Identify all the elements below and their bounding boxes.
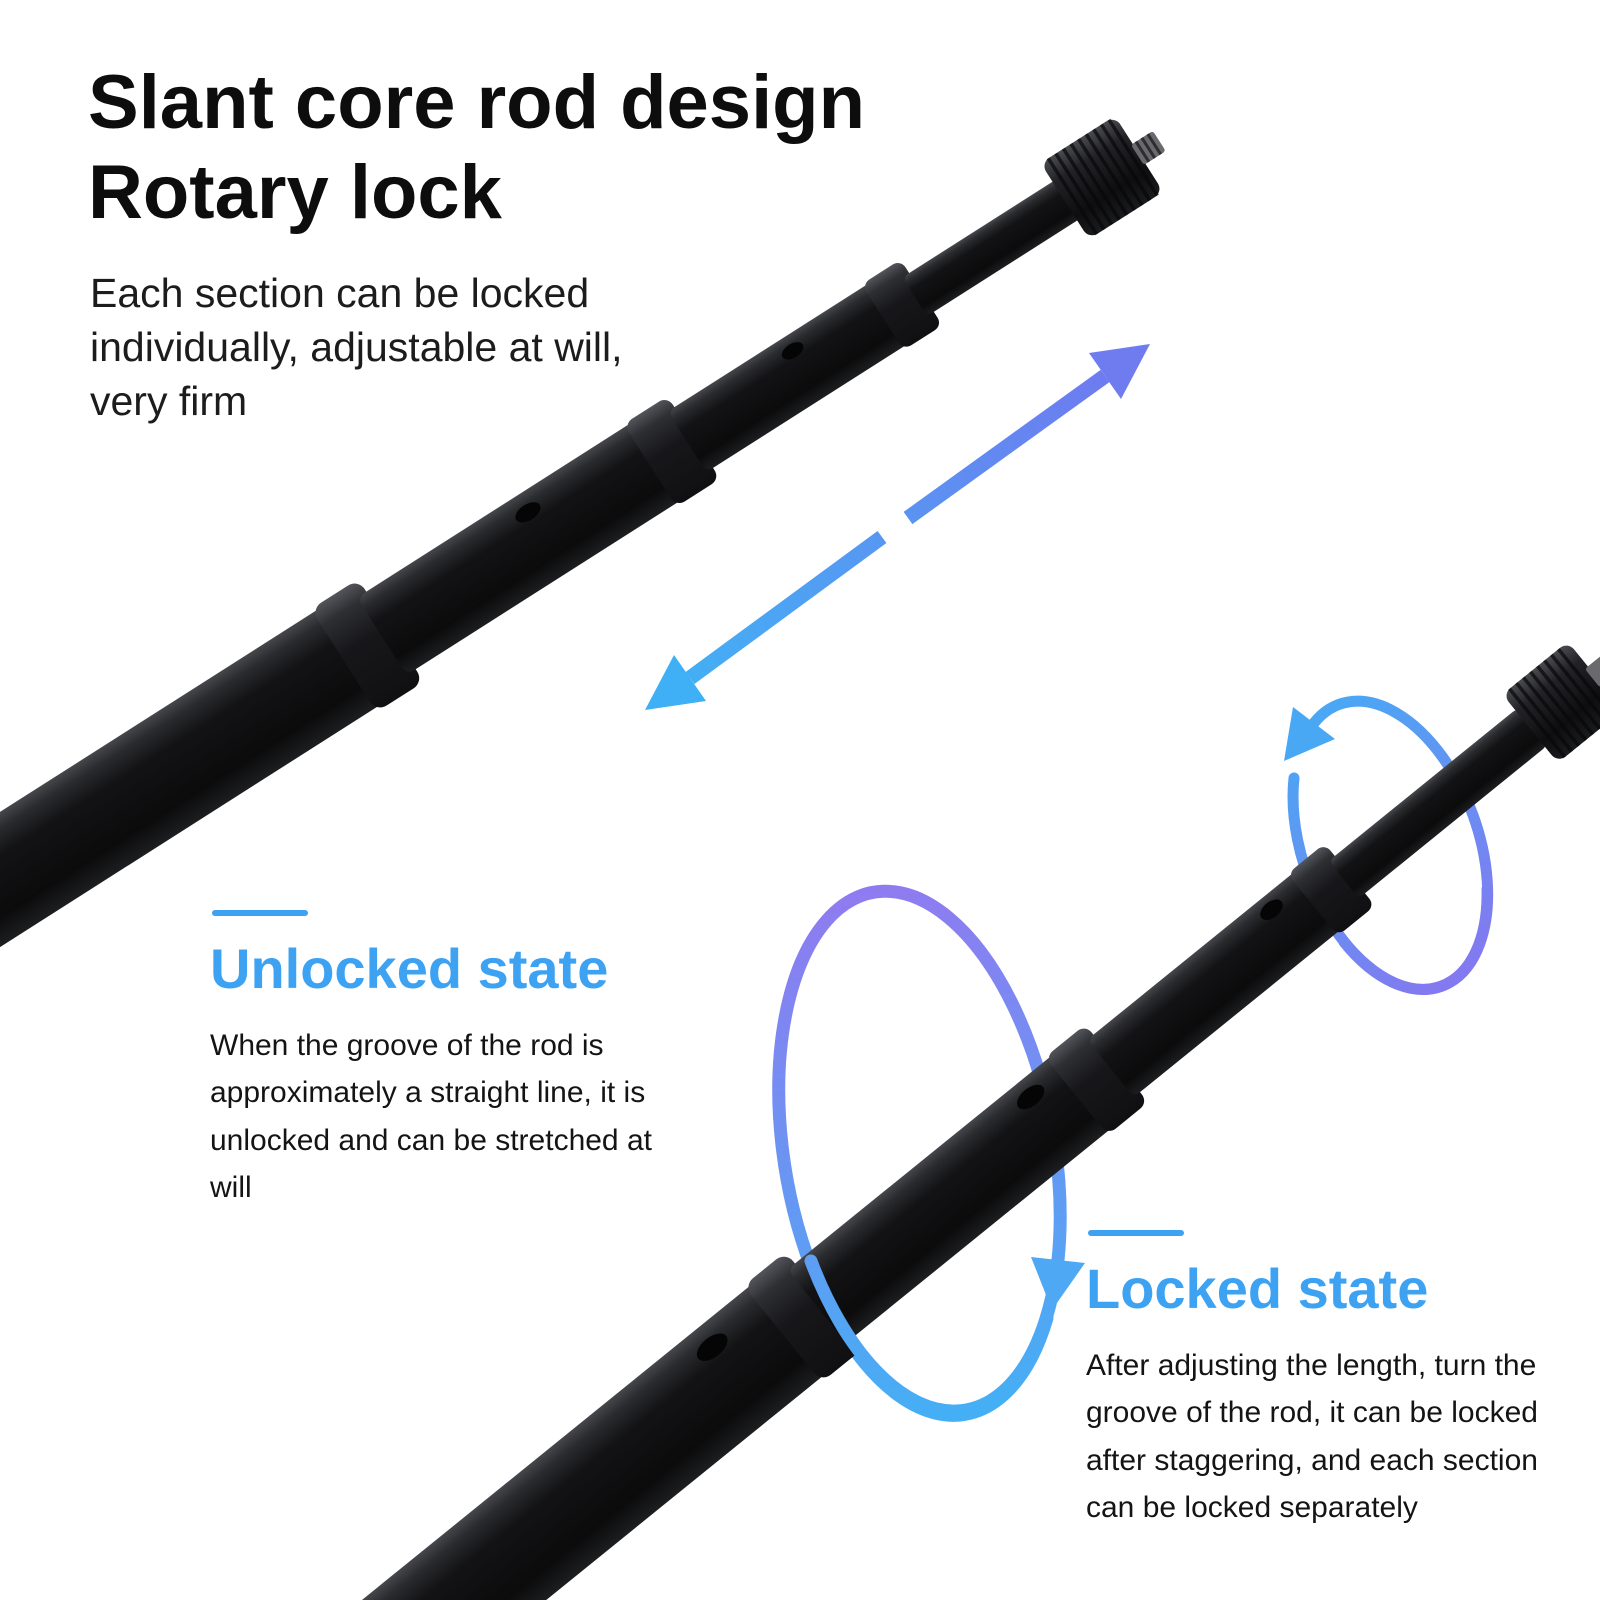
screw-knob [1506,645,1600,759]
telescopic-rod-upper [0,118,1165,1036]
extend-retract-arrow [645,344,1150,710]
arrowhead-lower [645,655,706,710]
lock-groove [781,342,804,360]
lock-groove [696,1333,728,1361]
rotate-arrow-large-front [804,1253,1065,1418]
rotate-arrow-small-front [1338,883,1493,995]
screw-knob [1044,118,1165,236]
arrowhead-upper [1089,344,1150,399]
rotate-arrowhead-small [1284,707,1335,761]
rotate-arrowhead-large [1031,1257,1085,1310]
lock-groove [515,502,541,523]
lock-groove [1260,899,1283,921]
lock-groove [1017,1084,1045,1110]
telescopic-rod-lower [254,645,1600,1600]
